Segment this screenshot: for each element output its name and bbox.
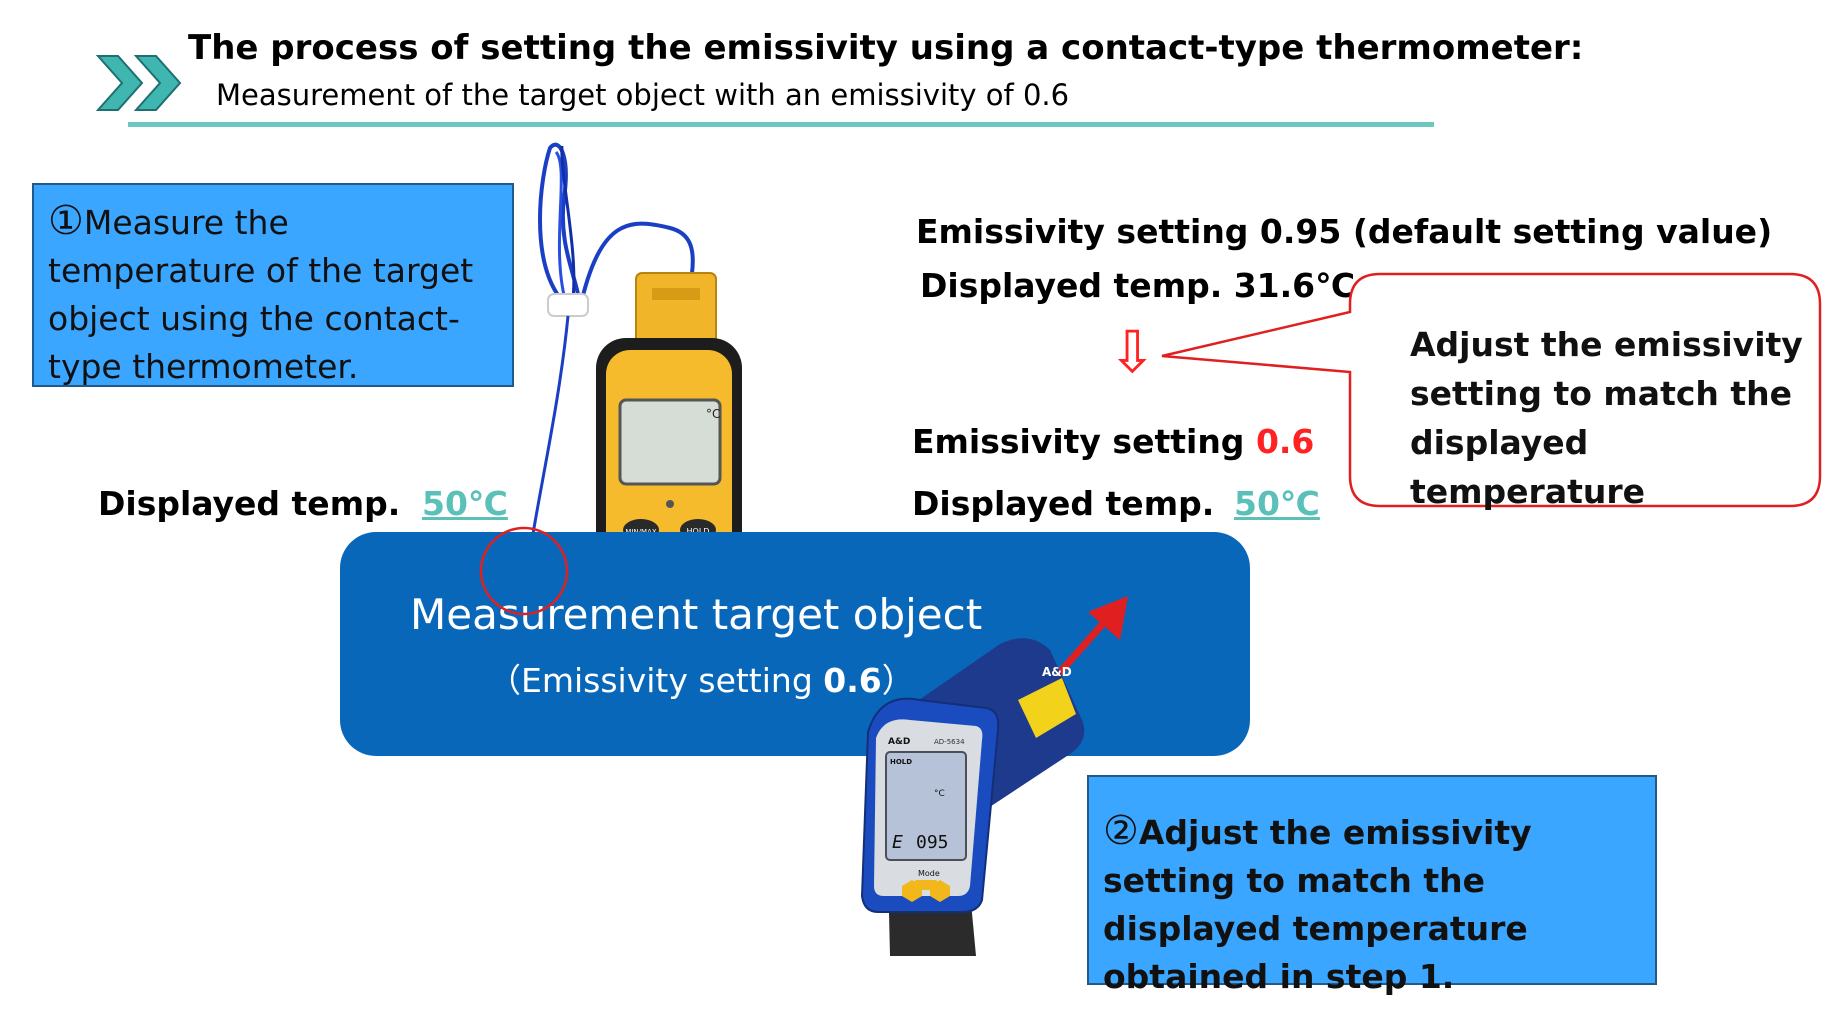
step2-text: ②Adjust the emissivity setting to match … bbox=[1103, 807, 1641, 1001]
step1-text: ①Measure the temperature of the target o… bbox=[48, 197, 498, 391]
ir-gun-lcd bbox=[885, 751, 967, 861]
target-subtitle: （Emissivity setting 0.6） bbox=[488, 654, 915, 702]
new-emissivity-label: Emissivity setting bbox=[912, 422, 1245, 461]
thermometer-lcd bbox=[618, 398, 722, 486]
svg-text:E: E bbox=[892, 832, 903, 853]
new-emissivity-setting: Emissivity setting 0.6 bbox=[912, 422, 1314, 461]
svg-text:095: 095 bbox=[916, 832, 949, 853]
header-divider bbox=[128, 122, 1434, 127]
step2-box: ②Adjust the emissivity setting to match … bbox=[1087, 775, 1657, 996]
target-title: Measurement target object bbox=[410, 590, 983, 639]
svg-text:HOLD: HOLD bbox=[890, 758, 912, 766]
new-emissivity-value: 0.6 bbox=[1255, 422, 1315, 461]
page-title: The process of setting the emissivity us… bbox=[188, 28, 1584, 68]
down-arrow-icon: ⇩ bbox=[1108, 318, 1157, 386]
svg-text:A&D: A&D bbox=[888, 737, 910, 747]
step2-number: ② bbox=[1103, 808, 1139, 854]
k-type-connector bbox=[635, 272, 717, 349]
target-sub-open: （Emissivity setting bbox=[488, 661, 824, 700]
svg-text:AD-5634: AD-5634 bbox=[934, 738, 965, 746]
svg-text:Mode: Mode bbox=[918, 869, 940, 878]
step1-number: ① bbox=[48, 198, 84, 244]
default-emissivity-setting: Emissivity setting 0.95 (default setting… bbox=[916, 212, 1773, 251]
step1-description: Measure the temperature of the target ob… bbox=[48, 203, 474, 386]
target-emissivity-value: 0.6 bbox=[823, 661, 882, 700]
left-displayed-temp-value: 50℃ bbox=[422, 484, 508, 523]
new-displayed-temp-label: Displayed temp. bbox=[912, 484, 1215, 523]
lcd-unit: °C bbox=[706, 407, 720, 421]
step2-description: Adjust the emissivity setting to match t… bbox=[1103, 813, 1532, 996]
contact-thermometer-illustration: °C MIN/MAX HOLD bbox=[529, 142, 742, 568]
new-displayed-temp-value: 50℃ bbox=[1234, 484, 1320, 523]
laser-warning-label bbox=[1018, 678, 1076, 738]
left-displayed-temp-label: Displayed temp. bbox=[98, 484, 401, 523]
svg-text:A&D: A&D bbox=[1042, 665, 1072, 679]
target-sub-close: ） bbox=[881, 661, 915, 700]
cable-tie bbox=[547, 293, 589, 317]
callout-text: Adjust the emissivity setting to match t… bbox=[1410, 325, 1803, 511]
double-chevron-icon bbox=[96, 55, 182, 111]
ir-thermometer-illustration: A&D A&D AD-5634 HOLD °C E 095 Mode bbox=[860, 638, 1085, 956]
probe-contact-circle bbox=[479, 526, 569, 616]
step1-box: ①Measure the temperature of the target o… bbox=[32, 183, 514, 387]
svg-text:HOLD: HOLD bbox=[687, 527, 710, 536]
default-displayed-temp: Displayed temp. 31.6℃ bbox=[920, 266, 1356, 305]
page-subtitle: Measurement of the target object with an… bbox=[216, 78, 1070, 112]
svg-text:°C: °C bbox=[934, 789, 945, 799]
callout-bubble bbox=[1161, 272, 1822, 508]
ir-gun-button-right[interactable] bbox=[930, 880, 950, 902]
measurement-target-object bbox=[340, 532, 1250, 756]
